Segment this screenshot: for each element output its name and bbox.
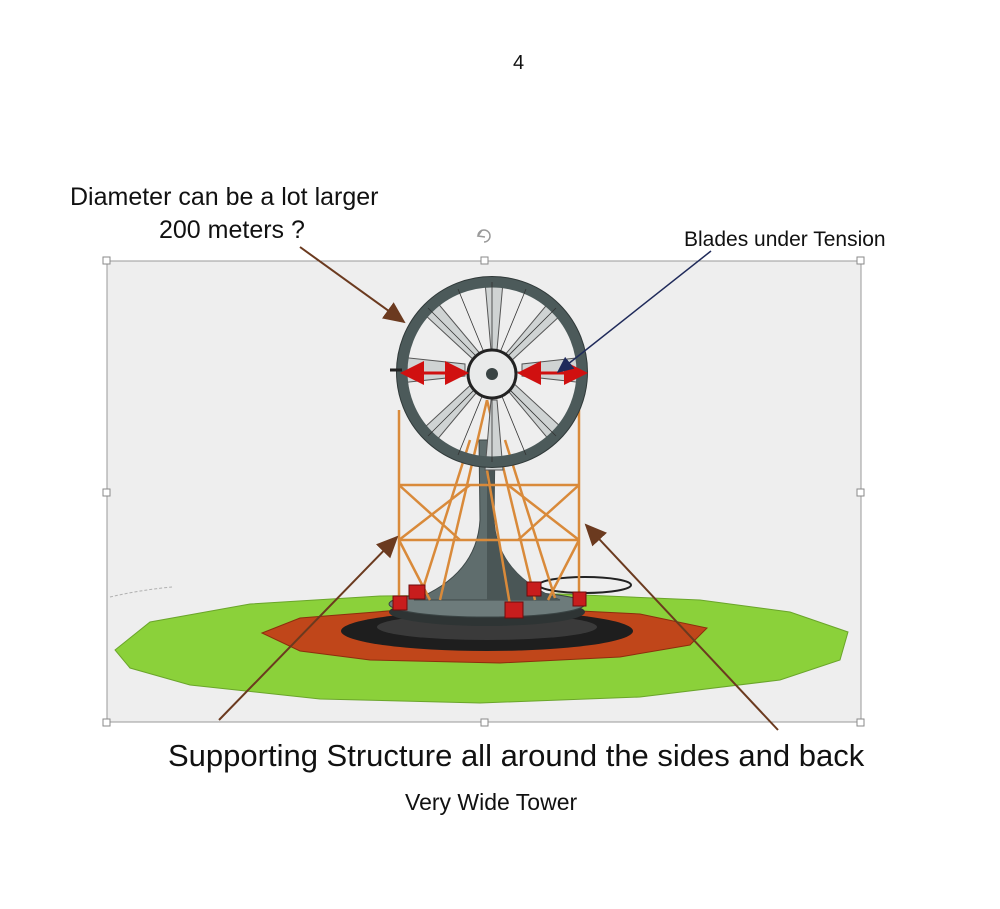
anchor-block [572, 591, 587, 607]
resize-handle-middle-right [856, 488, 865, 497]
diameter-annotation-line2: 200 meters ? [159, 216, 305, 244]
blade [484, 399, 504, 471]
support-callout-arrow-left [218, 535, 399, 721]
resize-handle-bottom-left [102, 718, 111, 727]
support-callout-arrow-right [584, 523, 779, 731]
resize-handle-bottom-center [480, 718, 489, 727]
wide-tower-annotation: Very Wide Tower [405, 789, 578, 815]
anchor-block [392, 595, 408, 611]
page-number: 4 [513, 52, 525, 74]
rotate-handle-icon[interactable] [476, 229, 491, 243]
blades-annotation: Blades under Tension [684, 228, 886, 251]
resize-handle-top-right [856, 256, 865, 265]
tower-shadow [487, 440, 560, 600]
diameter-callout-arrow [299, 246, 406, 324]
resize-handle-middle-left [102, 488, 111, 497]
anchor-block [408, 584, 426, 600]
hub-center [486, 368, 498, 380]
anchor-block [526, 581, 542, 597]
resize-handle-top-center [480, 256, 489, 265]
support-structure-annotation: Supporting Structure all around the side… [168, 738, 865, 773]
blades-callout-arrow [556, 250, 712, 373]
resize-handle-bottom-right [856, 718, 865, 727]
background-trace [109, 586, 173, 598]
resize-handle-top-left [102, 256, 111, 265]
anchor-block [504, 601, 524, 619]
diameter-annotation-line1: Diameter can be a lot larger [70, 183, 379, 211]
support-truss [397, 399, 581, 606]
anchor-blocks [392, 581, 587, 619]
selection-handles[interactable] [102, 256, 865, 727]
